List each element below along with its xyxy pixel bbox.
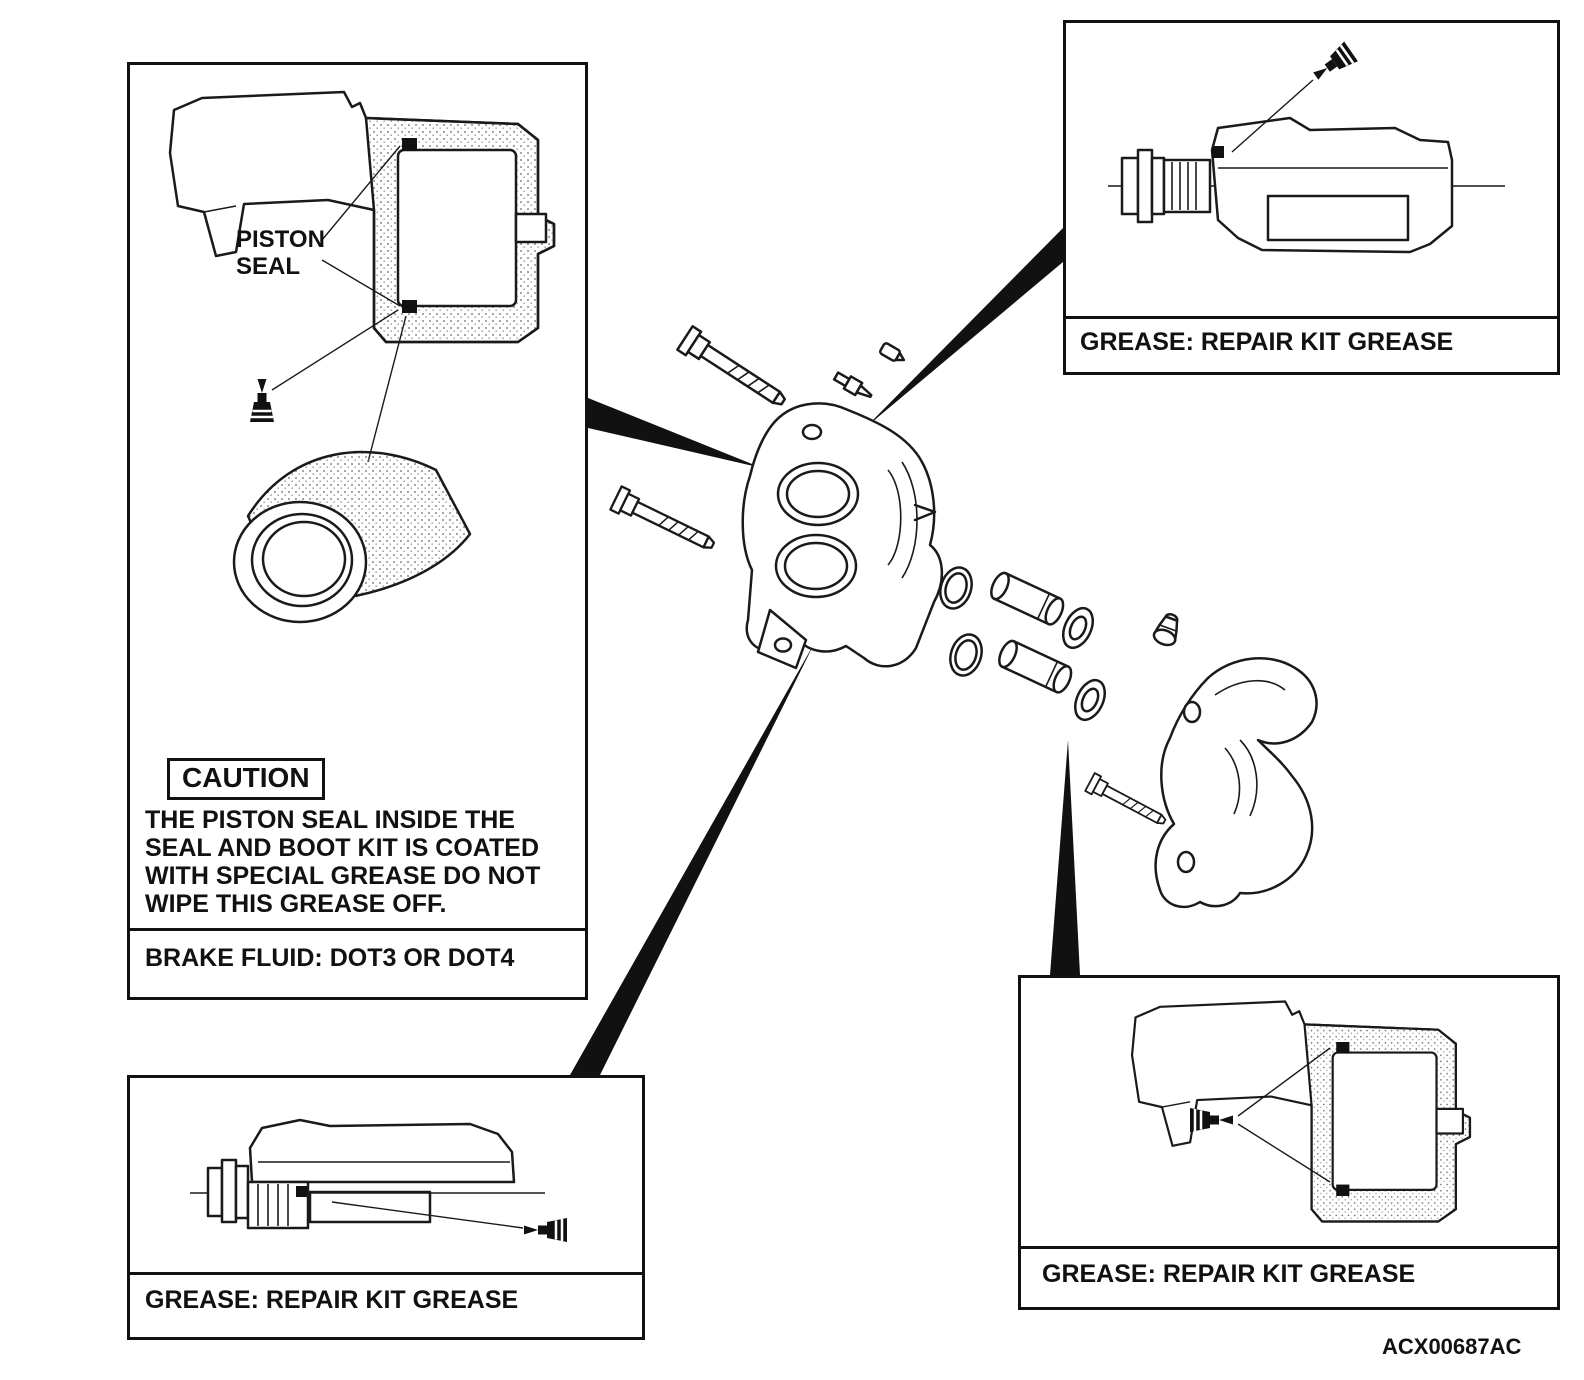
bolt-art xyxy=(676,325,792,415)
panel-divider xyxy=(127,928,588,931)
piston-art xyxy=(232,450,472,624)
guide-pin-art xyxy=(986,569,1068,629)
leader-wedge-top-right xyxy=(865,228,1063,428)
guide-pin-art xyxy=(994,637,1076,697)
grease-panel-top-right xyxy=(1063,20,1560,375)
bolt-art xyxy=(1084,772,1171,832)
carrier-bracket-art xyxy=(1154,657,1318,909)
leader-wedge-bottom-right xyxy=(1050,740,1080,975)
piston-seal-panel xyxy=(127,62,588,1000)
leader-wedge-bottom-left xyxy=(570,642,815,1075)
piston-seal-label: PISTON SEAL xyxy=(236,226,325,280)
pin-seal-ring-art xyxy=(943,629,989,681)
panel-divider xyxy=(1063,316,1560,319)
grease-label-bottom-right: GREASE: REPAIR KIT GREASE xyxy=(1042,1260,1416,1288)
figure-code: ACX00687AC xyxy=(1382,1334,1522,1359)
grease-label-top-right: GREASE: REPAIR KIT GREASE xyxy=(1080,328,1454,356)
caliper-exploded-art xyxy=(609,325,1318,909)
bleeder-screw-art xyxy=(832,371,873,399)
bushing-boot-art xyxy=(1152,613,1179,647)
caliper-cross-section-art xyxy=(168,90,556,463)
panel-divider xyxy=(127,1272,645,1275)
pin-boot-art xyxy=(1056,602,1100,654)
brake-fluid-label: BRAKE FLUID: DOT3 OR DOT4 xyxy=(145,944,515,972)
caliper-body-art xyxy=(741,402,944,670)
caliper-side-view-art xyxy=(1108,79,1505,254)
caliper-cross-section-art xyxy=(1130,1000,1472,1223)
leader-wedge-piston-panel xyxy=(588,398,762,468)
grease-panel-bottom-right xyxy=(1018,975,1560,1310)
bleeder-cap-art xyxy=(879,342,906,362)
panel-divider xyxy=(1018,1246,1560,1249)
caution-text: THE PISTON SEAL INSIDE THE SEAL AND BOOT… xyxy=(145,806,541,918)
pin-boot-art xyxy=(1068,674,1112,726)
bolt-art xyxy=(609,485,720,558)
caliper-side-view-art xyxy=(190,1118,545,1230)
caution-title: CAUTION xyxy=(167,758,325,800)
grease-panel-bottom-left xyxy=(127,1075,645,1340)
grease-label-bottom-left: GREASE: REPAIR KIT GREASE xyxy=(145,1286,519,1314)
